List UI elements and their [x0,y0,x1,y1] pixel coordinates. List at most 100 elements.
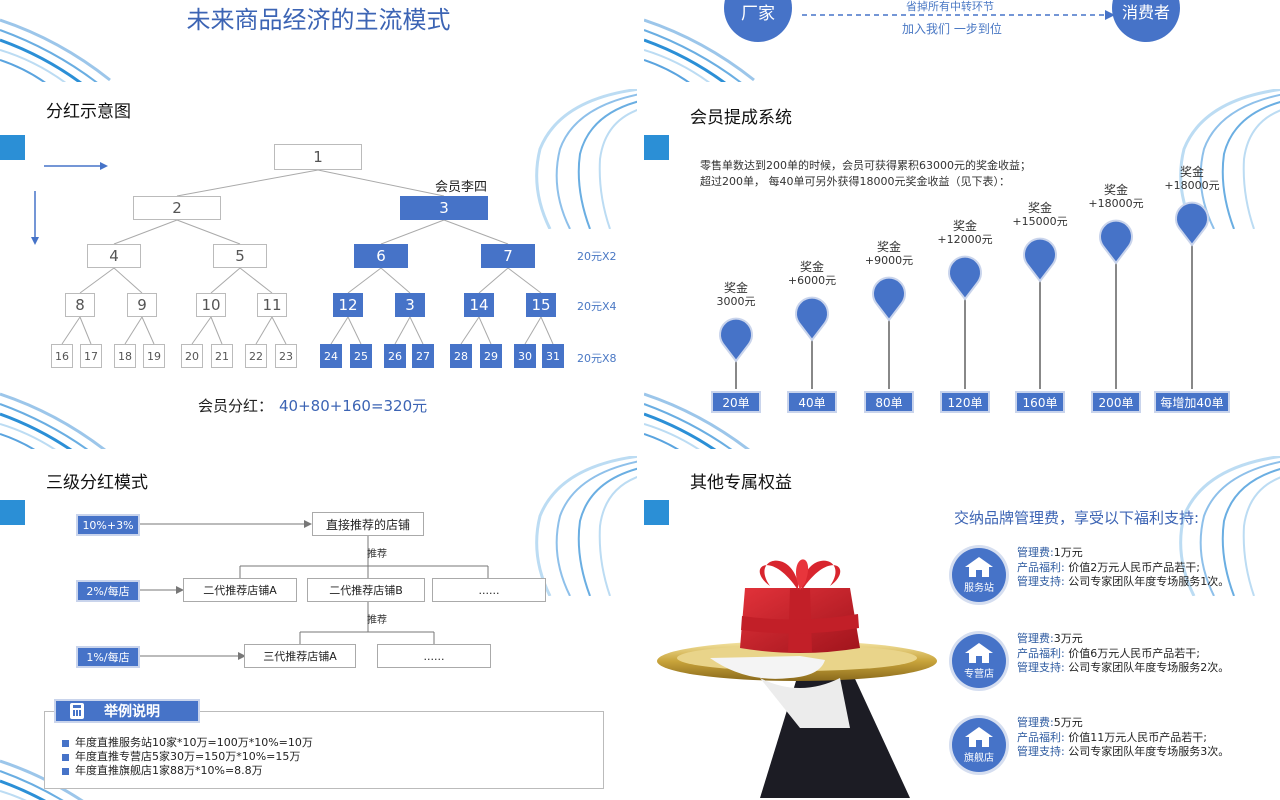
accent-square [644,135,669,160]
bonus-value: +15000元 [1012,215,1068,228]
fee-key: 管理费: [1017,546,1054,559]
tree-edge [347,316,362,345]
benefit-icon-label: 服务站 [964,583,994,594]
bullet-icon [62,767,69,775]
bonus-title: 奖金 [952,219,977,233]
tree-edge [478,316,492,345]
example-item: 年度直推旗舰店1家88万*10%=8.8万 [62,764,313,778]
tree-edge [210,267,241,294]
tree-edge [524,316,542,345]
tree-edge [380,267,411,294]
bonus-label: 奖金+18000元 [1076,183,1156,211]
bullet-icon [62,739,69,747]
bonus-label: 奖金+6000元 [772,260,852,288]
tree-node-5: 6 [354,244,408,268]
bonus-title: 奖金 [1179,165,1204,179]
map-pin-icon [870,276,908,326]
manufacturer-label: 厂家 [741,3,775,24]
tree-node-0: 1 [274,144,362,170]
tree-node-12: 3 [395,293,425,317]
support-value: 公司专家团队年度专场服务3次。 [1068,745,1230,758]
tree-edge [409,316,424,345]
support-key: 管理支持: [1017,661,1065,674]
bonus-value: +6000元 [787,274,837,287]
product-key: 产品福利: [1017,730,1065,744]
slide-top-right: 厂家 消费者 省掉所有中转环节 加入我们 一步到位 [644,0,1280,82]
tree-node-16: 17 [80,344,102,368]
slide-top-left: 未来商品经济的主流模式 [0,0,637,82]
tree-edge [210,316,223,345]
tree-edge [124,316,143,345]
tree-node-22: 23 [275,344,297,368]
tree-connectors [61,169,554,345]
bonus-value: 3000元 [716,295,756,308]
tree-edge [394,316,411,345]
example-title: 举例说明 [104,704,160,720]
example-item: 年度直推专营店5家30万=150万*10%=15万 [62,750,313,764]
slide-benefits: 其他专属权益 交纳品牌管理费，享受以下福利支持: 服务站管理费:1万元产品福利:… [644,456,1280,800]
dashed-arrow [802,10,1115,20]
bonus-title: 奖金 [799,260,824,274]
tree-edge [380,219,445,245]
building-icon: 旗舰店 [952,718,1006,772]
third-store-more: ...... [377,644,491,668]
bonus-title: 奖金 [1027,201,1052,215]
fee-value: 1万元 [1053,546,1083,559]
tree-edge [141,316,155,345]
example-header: 举例说明 [54,699,200,723]
tree-node-8: 9 [127,293,157,317]
tree-node-21: 22 [245,344,267,368]
support-value: 公司专家团队年度专场服务1次。 [1068,575,1230,588]
consumer-label: 消费者 [1121,3,1170,22]
pin-stem [735,347,737,389]
tag-third-rate: 1%/每店 [76,646,140,668]
stage-label: 120单 [940,391,990,413]
tree-node-18: 19 [143,344,165,368]
tag-direct-rate: 10%+3% [76,514,140,536]
example-list: 年度直推服务站10家*10万=100万*10%=10万年度直推专营店5家30万=… [62,736,313,778]
tree-edge [113,267,143,294]
tree-node-4: 5 [213,244,267,268]
summary-formula: 40+80+160=320元 [279,397,428,415]
product-value: 价值2万元人民币产品若干; [1068,560,1200,574]
stage-label: 40单 [787,391,837,413]
calculator-icon [70,703,84,719]
stage-label: 20单 [711,391,761,413]
stage-label: 每增加40单 [1154,391,1230,413]
bonus-label: 奖金+12000元 [925,219,1005,247]
slide-title: 分红示意图 [46,102,131,122]
tree-edge [478,267,509,294]
pin-stem [1039,267,1041,389]
tree-edge [191,316,212,345]
direct-store-box: 直接推荐的店铺 [312,512,424,536]
slide-title: 三级分红模式 [46,473,148,493]
pin-stem [888,306,890,389]
tree-node-3: 4 [87,244,141,268]
bonus-value: +9000元 [864,254,914,267]
tree-edge [347,267,382,294]
tree-node-9: 10 [196,293,226,317]
third-store-a: 三代推荐店铺A [244,644,356,668]
tree-node-1: 2 [133,196,221,220]
tree-edge [61,316,81,345]
stage-label: 160单 [1015,391,1065,413]
map-pin-icon [946,255,984,305]
accent-square [644,500,669,525]
slide-three-level: 三级分红模式 10%+3% 2%/每店 1%/每店 直接推荐的店铺 推荐 二代推… [0,456,637,800]
second-store-more: ...... [432,578,546,602]
pin-stem [964,285,966,389]
bonus-title: 奖金 [1103,183,1128,197]
tree-edge [460,316,480,345]
flow-connectors [140,520,489,660]
map-pin-icon [1097,219,1135,269]
support-value: 公司专家团队年度专场服务2次。 [1068,661,1230,674]
support-key: 管理支持: [1017,745,1065,758]
arrow-top-text: 省掉所有中转环节 [906,0,994,13]
tree-node-20: 21 [211,344,233,368]
accent-square [0,500,25,525]
benefit-icon-label: 旗舰店 [964,753,994,764]
tag-second-rate: 2%/每店 [76,580,140,602]
benefit-details: 管理费:3万元产品福利: 价值6万元人民币产品若干;管理支持: 公司专家团队年度… [1017,632,1229,676]
